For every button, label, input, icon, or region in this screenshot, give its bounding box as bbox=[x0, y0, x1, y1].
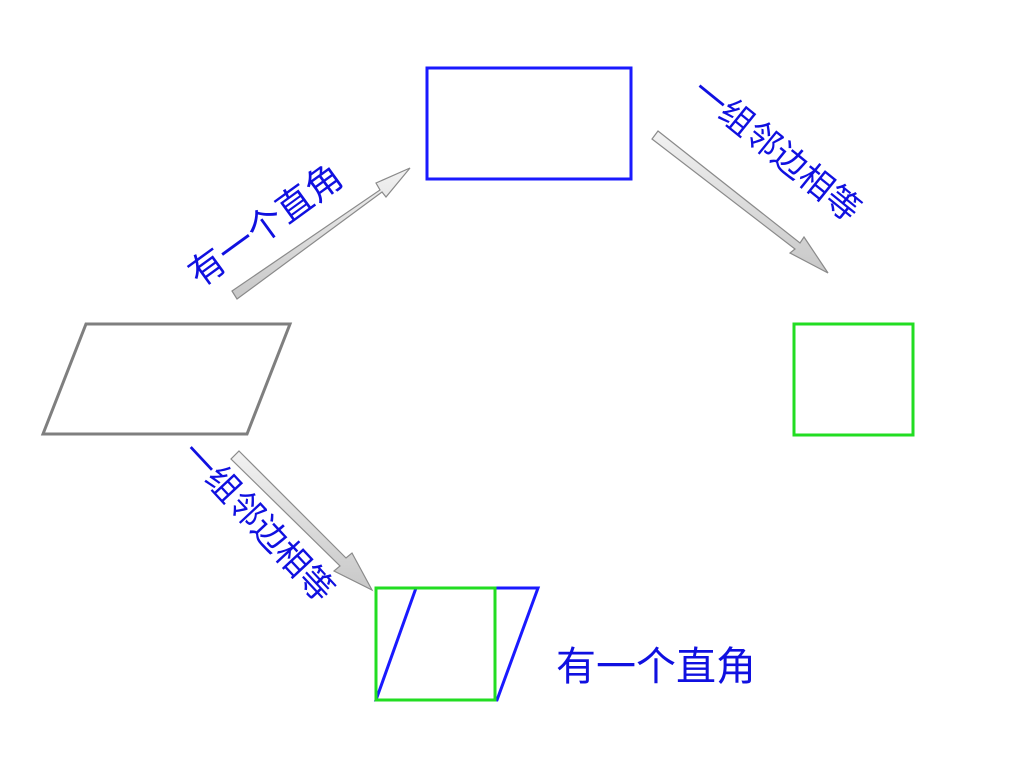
rectangle-shape bbox=[425, 66, 633, 181]
bottom-square-shape bbox=[374, 586, 497, 702]
square-shape bbox=[792, 322, 915, 437]
arrow-to-rectangle bbox=[231, 167, 411, 300]
rhombus-shape bbox=[373, 586, 541, 702]
arrow-to-rhombus bbox=[230, 450, 374, 592]
label-adjacent-equal-bottom: 一组邻边相等 bbox=[173, 434, 341, 610]
arrow-to-square bbox=[651, 130, 829, 274]
label-right-angle-bottom: 有一个直角 bbox=[556, 644, 756, 690]
parallelogram-shape bbox=[40, 322, 293, 436]
label-adjacent-equal-top: 一组邻边相等 bbox=[684, 71, 868, 230]
